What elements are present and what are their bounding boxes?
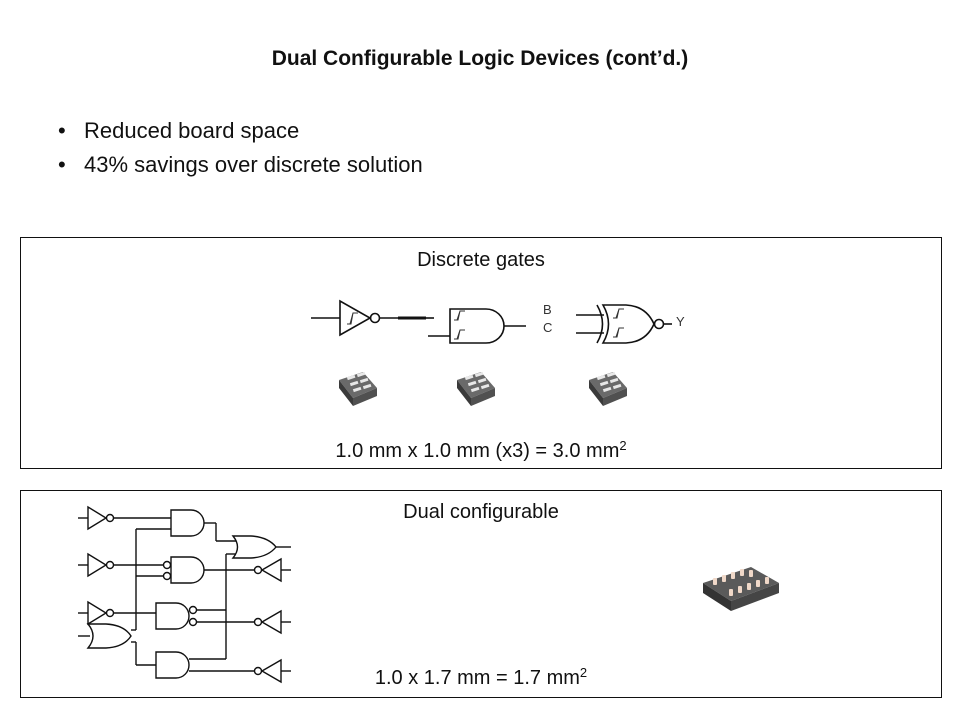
squared-superscript: 2: [579, 665, 588, 680]
and-gate-icon: [449, 308, 505, 344]
bullet-text: 43% savings over discrete solution: [84, 152, 423, 177]
xnor-gate-icon: [601, 304, 655, 344]
bullet-list: • Reduced board space • 43% savings over…: [58, 114, 423, 182]
buffer-gate-icon: [339, 299, 372, 337]
6-pin-package-icon: [457, 371, 495, 406]
buffer-gate-icon: [260, 557, 282, 583]
or-gate-icon: [86, 623, 132, 649]
xor-input-b-label: B: [543, 302, 552, 317]
and-gate-icon: [170, 556, 205, 584]
xor-output-y-label: Y: [676, 314, 685, 329]
bullet-marker: •: [58, 118, 66, 143]
bullet-marker: •: [58, 152, 66, 177]
schmitt-trigger-icon: [347, 312, 358, 325]
schmitt-trigger-icon: [613, 327, 624, 338]
dual-area-text: 1.0 x 1.7 mm = 1.7 mm: [374, 667, 580, 689]
squared-superscript: 2: [619, 438, 627, 453]
discrete-area-caption: 1.0 mm x 1.0 mm (x3) = 3.0 mm2: [21, 438, 941, 463]
inversion-bubble-icon: [653, 318, 665, 330]
dual-configurable-label: Dual configurable: [403, 501, 559, 523]
inversion-bubble-icon: [105, 560, 115, 570]
dual-configurable-panel: Dual configurable: [20, 490, 942, 698]
inversion-bubble-icon: [105, 513, 115, 523]
and-gate-icon: [170, 509, 205, 537]
inversion-bubble-icon: [105, 608, 115, 618]
discrete-gates-panel: Discrete gates: [20, 237, 942, 469]
discrete-gates-schematic: [311, 299, 672, 344]
dual-configurable-schematic: [78, 505, 291, 684]
schmitt-trigger-icon: [613, 308, 624, 319]
buffer-gate-icon: [260, 609, 282, 635]
xor-curve: [596, 304, 604, 344]
xor-input-c-label: C: [543, 320, 553, 335]
schmitt-trigger-icon: [454, 329, 465, 340]
slide-title: Dual Configurable Logic Devices (cont’d.…: [271, 47, 689, 70]
and-gate-icon: [155, 651, 190, 679]
and-gate-icon: [155, 602, 190, 630]
or-gate-icon: [231, 535, 277, 559]
dual-area-caption: 1.0 x 1.7 mm = 1.7 mm2: [21, 665, 941, 690]
bullet-text: Reduced board space: [84, 118, 300, 143]
6-pin-package-icon: [339, 371, 377, 406]
buffer-gate-icon: [87, 505, 108, 531]
schmitt-trigger-icon: [454, 310, 465, 321]
bullet-item: • 43% savings over discrete solution: [58, 148, 423, 182]
discrete-area-text: 1.0 mm x 1.0 mm (x3) = 3.0 mm: [335, 440, 620, 462]
bullet-item: • Reduced board space: [58, 114, 423, 148]
discrete-gates-label: Discrete gates: [417, 249, 545, 271]
10-pin-package-icon: [703, 567, 779, 611]
inversion-bubble-icon: [369, 312, 381, 324]
6-pin-package-icon: [589, 371, 627, 406]
buffer-gate-icon: [87, 552, 108, 578]
buffer-gate-icon: [87, 600, 108, 626]
